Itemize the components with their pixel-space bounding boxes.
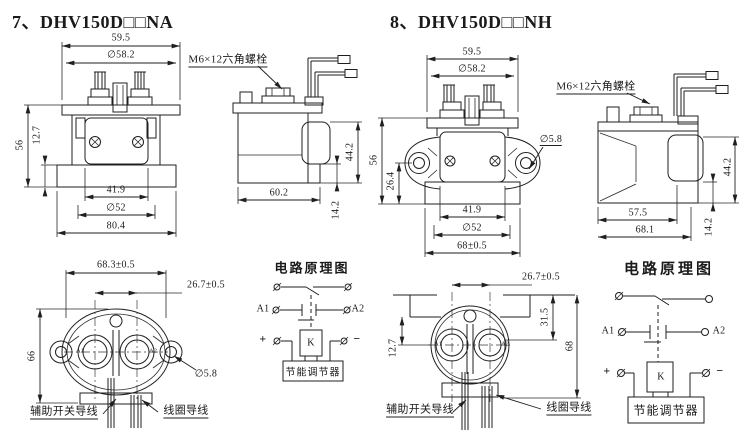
right-bottom-view bbox=[393, 282, 581, 430]
right-front-view bbox=[378, 55, 544, 257]
dim-left-front-inner-width: 41.9 bbox=[106, 184, 126, 196]
right-circuit-coil-k: K bbox=[657, 371, 665, 383]
left-side-view bbox=[232, 55, 362, 204]
right-circuit-a2: A2 bbox=[712, 325, 726, 337]
dim-right-side-height: 44.2 bbox=[722, 157, 734, 177]
right-circuit-a1: A1 bbox=[601, 325, 615, 337]
left-aux-wire-label: 辅助开关导线 bbox=[30, 403, 98, 420]
left-circuit-coil-k: K bbox=[307, 337, 315, 349]
dim-right-bottom-offset: 12.7 bbox=[387, 338, 399, 358]
dim-right-side-base-height: 14.2 bbox=[703, 217, 715, 237]
dim-left-side-width: 60.2 bbox=[269, 187, 289, 199]
dim-left-front-base-width: 80.4 bbox=[106, 220, 126, 232]
dim-left-side-height: 44.2 bbox=[344, 142, 356, 162]
dim-left-bottom-terminal-pitch: 26.7±0.5 bbox=[187, 279, 225, 291]
dim-right-bottom-inner-height: 31.5 bbox=[539, 307, 551, 327]
right-circuit-title: 电路原理图 bbox=[623, 261, 715, 278]
dim-right-front-height: 56 bbox=[368, 154, 380, 166]
dim-left-side-base-height: 14.2 bbox=[330, 200, 342, 220]
left-section-title: 7、DHV150D□□NA bbox=[12, 12, 174, 32]
dim-left-front-body-dia: ∅52 bbox=[106, 202, 126, 214]
dim-right-front-top-dia: ∅58.2 bbox=[458, 63, 486, 75]
dim-left-front-base-offset: 12.7 bbox=[31, 125, 43, 145]
right-side-view bbox=[597, 71, 739, 241]
left-circuit-title: 电路原理图 bbox=[274, 260, 350, 276]
right-circuit-diagram bbox=[614, 291, 713, 424]
dim-right-bottom-height: 68 bbox=[564, 340, 576, 352]
dim-right-front-hole-dia: ∅5.8 bbox=[539, 134, 563, 146]
left-terminal-a1-label: A1 bbox=[76, 347, 84, 355]
dim-right-front-flange-offset: 26.4 bbox=[385, 171, 397, 191]
left-bottom-view bbox=[36, 270, 197, 428]
left-circuit-minus: − bbox=[353, 331, 361, 346]
left-circuit-a2: A2 bbox=[351, 303, 365, 315]
right-aux-wire-label: 辅助开关导线 bbox=[386, 401, 454, 418]
right-bolt-callout: M6×12六角螺栓 bbox=[556, 78, 636, 95]
dim-left-front-top-dia: ∅58.2 bbox=[107, 49, 135, 61]
dim-left-bottom-mount-width: 68.3±0.5 bbox=[97, 259, 135, 271]
right-terminal-a1-label: A1 bbox=[434, 340, 442, 348]
dim-right-front-inner-width: 41.9 bbox=[462, 204, 482, 216]
left-circuit-plus: + bbox=[259, 331, 267, 346]
left-terminal-a2-label: A2 bbox=[149, 347, 157, 355]
dim-right-side-width: 57.5 bbox=[628, 207, 648, 219]
right-circuit-regulator: 节能调节器 bbox=[633, 403, 699, 418]
dim-right-front-base-width: 68±0.5 bbox=[457, 240, 487, 252]
right-section-title: 8、DHV150D□□NH bbox=[390, 12, 553, 32]
left-bolt-callout: M6×12六角螺栓 bbox=[188, 51, 268, 68]
left-front-view bbox=[24, 42, 181, 237]
dim-left-front-height: 56 bbox=[14, 139, 26, 151]
dim-left-bottom-hole-dia: ∅5.8 bbox=[194, 368, 218, 380]
left-circuit-diagram bbox=[271, 282, 353, 382]
dim-right-side-base-width: 68.1 bbox=[635, 224, 655, 236]
left-coil-wire-label: 线圈导线 bbox=[163, 402, 209, 419]
dim-right-front-top-width: 59.5 bbox=[462, 46, 482, 58]
dim-right-front-body-dia: ∅52 bbox=[462, 222, 482, 234]
left-circuit-a1: A1 bbox=[256, 303, 270, 315]
dim-right-bottom-terminal-pitch: 26.7±0.5 bbox=[522, 271, 560, 283]
right-coil-wire-label: 线圈导线 bbox=[546, 399, 592, 416]
left-circuit-regulator: 节能调节器 bbox=[285, 367, 341, 379]
dim-left-front-top-width: 59.5 bbox=[111, 32, 131, 44]
right-terminal-a2-label: A2 bbox=[501, 340, 509, 348]
right-circuit-plus: + bbox=[603, 363, 611, 378]
right-circuit-minus: − bbox=[716, 363, 724, 378]
dim-left-bottom-height: 66 bbox=[26, 350, 38, 362]
